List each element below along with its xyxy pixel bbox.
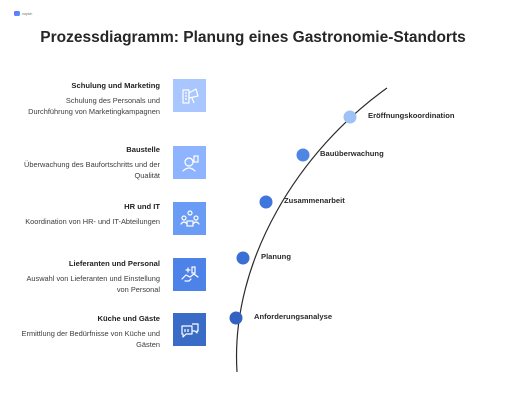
step-description: Koordination von HR- und IT-Abteilungen [25,217,160,226]
handshake-icon [173,258,206,291]
phase-label-anforderungsanalyse: Anforderungsanalyse [254,312,333,321]
step-title: HR und IT [124,202,160,211]
worker-icon [173,146,206,179]
step-description: Auswahl von Lieferanten und Einstellung … [26,274,160,294]
step-baustelle: Baustelle Überwachung des Baufortschritt… [20,145,160,181]
step-lieferanten: Lieferanten und Personal Auswahl von Lie… [20,259,160,295]
step-description: Überwachung des Baufortschritts und der … [24,160,160,180]
phase-label-zusammenarbeit: Zusammenarbeit [284,196,345,205]
step-schulung: Schulung und Marketing Schulung des Pers… [20,81,160,117]
phase-dot-anforderungsanalyse [229,311,243,325]
step-hr-it: HR und IT Koordination von HR- und IT-Ab… [20,202,160,228]
step-title: Baustelle [126,145,160,154]
phase-dot-planung [236,251,250,265]
phase-dot-zusammenarbeit [259,195,273,209]
logo-mark-icon [14,11,20,16]
chat-icon [173,313,206,346]
process-arc-line [235,87,388,373]
logo: napkin [14,11,32,16]
phase-label-bauueberwachung: Bauüberwachung [320,149,384,158]
phase-dot-eroeffnung [343,110,357,124]
phase-dot-bauueberwachung [296,148,310,162]
team-icon [173,202,206,235]
page-title: Prozessdiagramm: Planung eines Gastronom… [40,29,466,46]
step-description: Schulung des Personals und Durchführung … [28,96,160,116]
phase-label-planung: Planung [261,252,291,261]
step-title: Lieferanten und Personal [68,259,160,268]
step-title: Küche und Gäste [97,314,160,323]
step-description: Ermittlung der Bedürfnisse von Küche und… [21,329,160,349]
step-title: Schulung und Marketing [71,81,160,90]
logo-text: napkin [22,11,33,16]
megaphone-icon [173,79,206,112]
step-kueche: Küche und Gäste Ermittlung der Bedürfnis… [20,314,160,350]
phase-label-eroeffnung: Eröffnungskoordination [368,111,455,120]
